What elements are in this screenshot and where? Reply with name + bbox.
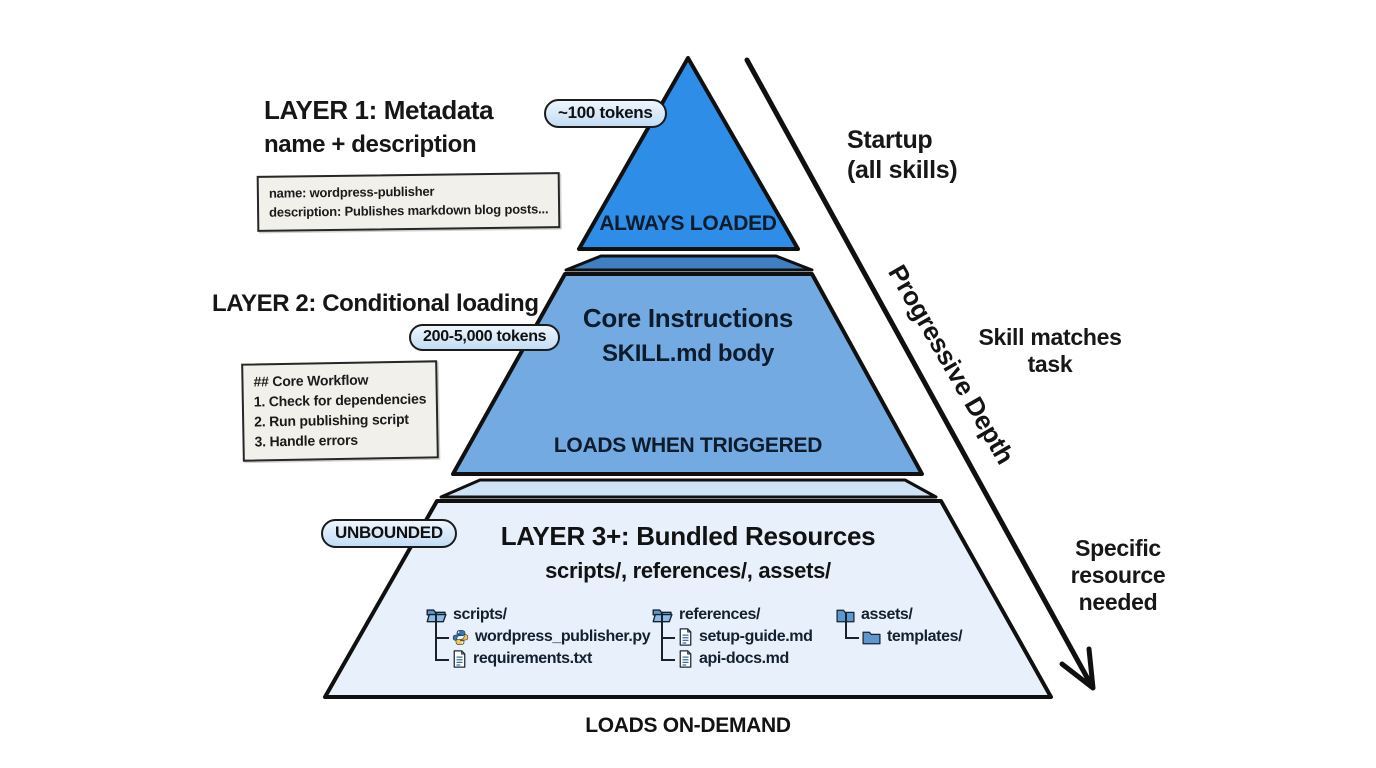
layer1-heading: LAYER 1: Metadata	[264, 95, 494, 125]
annotation-skill-matches: Skill matches task	[965, 324, 1135, 378]
annotation-line: Skill matches	[978, 324, 1122, 350]
folder-icon	[862, 630, 881, 645]
layer1-band-label: ALWAYS LOADED	[599, 212, 777, 235]
layer2-heading: LAYER 2: Conditional loading	[212, 290, 539, 317]
annotation-line: task	[1027, 351, 1073, 378]
annotation-line: resource	[1070, 562, 1166, 589]
layer1-subheading: name + description	[264, 131, 477, 158]
tree-item: wordpress_publisher.py	[435, 612, 651, 646]
layer3-trapezoid	[323, 499, 1053, 699]
layer1-connector	[564, 254, 814, 272]
code-line: 3. Handle errors	[254, 431, 359, 450]
tree-root-row: scripts/	[426, 606, 650, 624]
code-line: 2. Run publishing script	[254, 410, 409, 430]
tree-children: wordpress_publisher.py requirements.txt	[435, 612, 651, 668]
layer1-triangle	[577, 56, 800, 251]
layer2-trapezoid	[451, 272, 924, 476]
tree-children: setup-guide.md api-docs.md	[661, 612, 813, 668]
tree-item: requirements.txt	[435, 634, 650, 668]
layer2-subtitle: SKILL.md body	[601, 340, 775, 367]
tree-root-label: assets/	[861, 606, 913, 623]
file-text-icon	[678, 650, 693, 668]
layer2-connector	[439, 478, 938, 499]
layer3-unbounded-badge: UNBOUNDED	[321, 519, 457, 548]
annotation-line: Startup	[847, 126, 933, 154]
file-text-icon	[678, 628, 693, 646]
tree-item: templates/	[845, 612, 963, 646]
tree-item-label: templates/	[887, 628, 963, 645]
tree-item-label: requirements.txt	[473, 650, 592, 667]
annotation-line: needed	[1078, 589, 1158, 616]
annotation-line: (all skills)	[847, 155, 958, 184]
annotation-line: Specific	[1075, 535, 1161, 561]
tree-root-label: scripts/	[453, 606, 507, 623]
layer3-subtitle: scripts/, references/, assets/	[545, 558, 831, 583]
layer1-token-badge: ~100 tokens	[544, 99, 667, 128]
arrow-down-right-icon	[744, 57, 1096, 691]
tree-children: templates/	[845, 612, 963, 646]
tree-root-row: references/	[652, 606, 813, 624]
layer2-title: Core Instructions	[582, 303, 794, 333]
tree-item: setup-guide.md	[661, 612, 813, 646]
layer2-code-snippet: ## Core Workflow 1. Check for dependenci…	[241, 360, 440, 462]
file-tree-assets: assets/ templates/	[836, 606, 963, 646]
code-line: description: Publishes markdown blog pos…	[269, 201, 549, 220]
tree-item-label: wordpress_publisher.py	[475, 628, 651, 645]
layer2-token-badge: 200-5,000 tokens	[409, 324, 561, 351]
layer1-code-snippet: name: wordpress-publisher description: P…	[256, 172, 561, 232]
annotation-startup: Startup (all skills)	[847, 126, 958, 185]
tree-item: api-docs.md	[661, 634, 813, 668]
tree-item-label: api-docs.md	[699, 650, 789, 667]
layer2-band-label: LOADS WHEN TRIGGERED	[553, 434, 823, 457]
annotation-specific-resource: Specific resource needed	[1048, 535, 1188, 616]
python-file-icon	[452, 629, 469, 646]
layer3-title: LAYER 3+: Bundled Resources	[500, 521, 876, 551]
layer3-band-label: LOADS ON-DEMAND	[585, 714, 791, 737]
file-text-icon	[452, 650, 467, 668]
tree-item-label: setup-guide.md	[699, 628, 813, 645]
code-line: 1. Check for dependencies	[253, 390, 427, 410]
file-tree-scripts: scripts/ wordpress_publisher.py requirem…	[426, 606, 651, 668]
tree-root-label: references/	[679, 606, 760, 623]
file-tree-references: references/ setup-guide.md api-docs.md	[652, 606, 813, 668]
